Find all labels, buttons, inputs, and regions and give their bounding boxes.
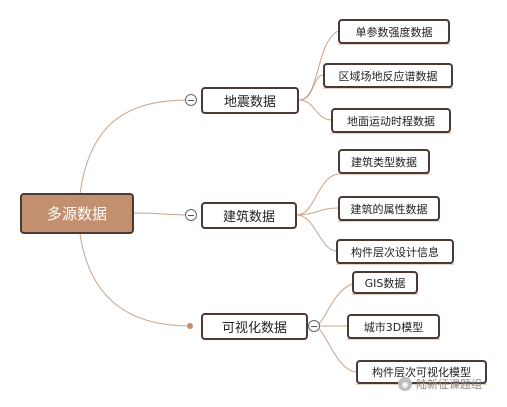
collapse-toggle-icon[interactable]	[185, 94, 197, 106]
leaf-label: 建筑类型数据	[351, 155, 417, 169]
leaf-node[interactable]: GIS数据	[352, 271, 418, 294]
leaf-node[interactable]: 建筑的属性数据	[338, 196, 440, 221]
leaf-label: 城市3D模型	[363, 320, 424, 334]
leaf-label: 构件层次可视化模型	[372, 366, 471, 379]
link-b2-leaf-3	[296, 214, 337, 252]
link-b1-leaf-3	[298, 99, 332, 121]
root-node[interactable]: 多源数据	[20, 193, 134, 234]
branch-label: 地震数据	[223, 95, 276, 110]
branch-node-seismic[interactable]: 地震数据	[201, 87, 299, 114]
link-root-branch-2	[133, 212, 191, 216]
leaf-label: 地面运动时程数据	[347, 114, 435, 128]
link-root-branch-1	[79, 99, 191, 195]
leaf-node[interactable]: 建筑类型数据	[338, 149, 430, 174]
branch-label: 建筑数据	[222, 210, 275, 225]
watermark: ◉ 陆新征课题组	[398, 374, 482, 394]
branch-node-building[interactable]: 建筑数据	[201, 202, 297, 229]
link-b2-leaf-1	[296, 173, 339, 216]
leaf-node[interactable]: 城市3D模型	[347, 314, 440, 339]
leaf-node[interactable]: 构件层次设计信息	[336, 239, 454, 264]
leaf-label: 单参数强度数据	[355, 25, 433, 39]
branch-node-visualization[interactable]: 可视化数据	[201, 313, 308, 340]
collapse-toggle-icon[interactable]	[185, 209, 197, 221]
leaf-label: GIS数据	[364, 276, 406, 290]
leaf-node[interactable]: 单参数强度数据	[338, 19, 450, 44]
leaf-label: 建筑的属性数据	[350, 202, 428, 216]
leaf-node[interactable]: 地面运动时程数据	[331, 108, 451, 133]
leaf-node[interactable]: 区域场地反应谱数据	[323, 63, 453, 88]
leaf-label: 构件层次设计信息	[351, 245, 439, 259]
link-root-branch-3	[79, 233, 191, 327]
branch-dot-icon	[187, 323, 193, 329]
wechat-icon: ◉	[398, 377, 412, 391]
watermark-text: 陆新征课题组	[416, 378, 482, 391]
collapse-toggle-icon[interactable]	[308, 320, 320, 332]
branch-label: 可视化数据	[221, 321, 287, 336]
leaf-label: 区域场地反应谱数据	[338, 69, 438, 83]
root-label: 多源数据	[46, 205, 107, 223]
link-b2-leaf-2	[296, 207, 339, 216]
link-b1-leaf-2	[298, 74, 324, 101]
leaf-node[interactable]: 构件层次可视化模型	[356, 360, 487, 384]
